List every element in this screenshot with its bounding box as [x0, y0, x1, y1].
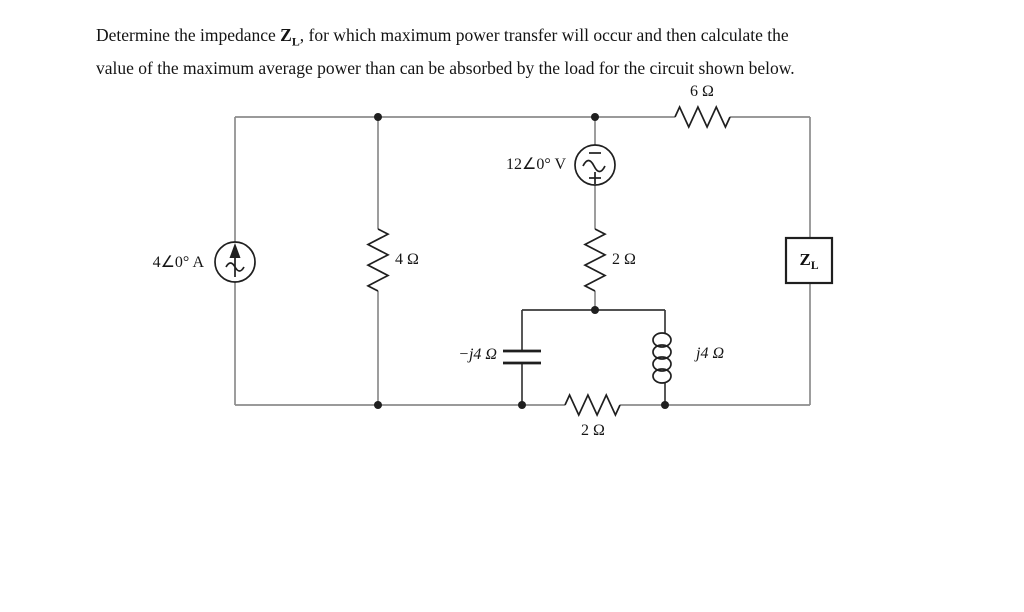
- current-source-label: 4∠0° A: [152, 254, 204, 271]
- voltage-source-label: 12∠0° V: [505, 156, 566, 173]
- resistor-6ohm-symbol: [674, 104, 731, 130]
- subloop-wires: [521, 309, 666, 405]
- problem-text-part1: Determine the impedance: [96, 24, 281, 45]
- resistor-2ohm-bottom-label: 2 Ω: [581, 422, 605, 439]
- inductor-label: j4 Ω: [696, 345, 725, 362]
- problem-statement: Determine the impedance ZL, for which ma…: [96, 22, 918, 83]
- current-source-symbol: [214, 241, 256, 283]
- outer-rail-wires: [234, 116, 811, 406]
- load-label: ZL: [799, 249, 819, 273]
- load-box: [784, 236, 834, 285]
- inductor-symbol: [652, 332, 672, 384]
- voltage-source-symbol: [574, 144, 616, 186]
- capacitor-label: −j4 Ω: [458, 346, 497, 363]
- problem-text-part2: , for which maximum power transfer will …: [299, 24, 789, 45]
- problem-text-line2: value of the maximum average power than …: [96, 58, 795, 78]
- resistor-4ohm-label: 4 Ω: [395, 251, 419, 268]
- junction-dots: [374, 113, 669, 409]
- capacitor-symbol: [503, 349, 541, 365]
- resistor-4ohm-symbol: [366, 228, 390, 292]
- resistor-2ohm-mid-symbol: [583, 228, 607, 292]
- resistor-2ohm-bottom-symbol: [564, 392, 621, 418]
- zl-inline-symbol: ZL: [280, 24, 300, 49]
- resistor-2ohm-mid-label: 2 Ω: [612, 251, 636, 268]
- resistor-6ohm-label: 6 Ω: [690, 83, 714, 100]
